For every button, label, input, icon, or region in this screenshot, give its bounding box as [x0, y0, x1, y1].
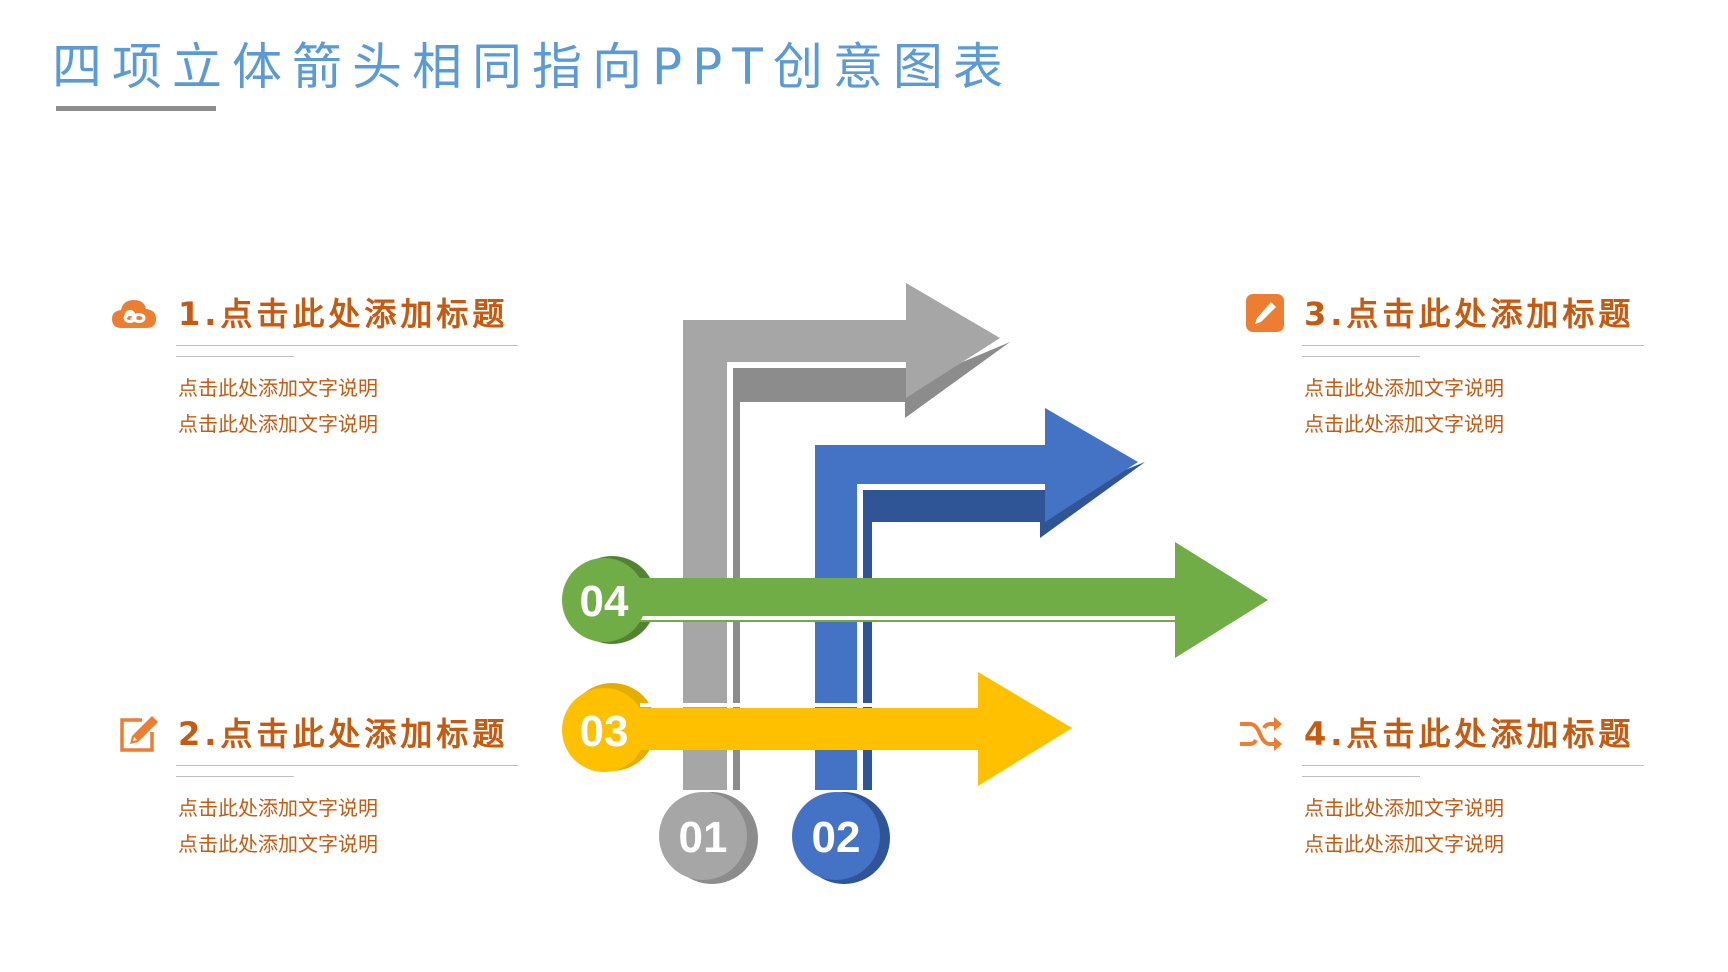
shuffle-icon: [1240, 717, 1282, 751]
block-1-desc-line-2: 点击此处添加文字说明: [178, 412, 378, 436]
block-1-divider: [176, 345, 518, 346]
text-block-2: 2.点击此处添加标题 点击此处添加文字说明 点击此处添加文字说明: [112, 712, 532, 862]
arrow-02: 02: [792, 408, 1145, 884]
block-2-title: 2.点击此处添加标题: [178, 715, 509, 753]
block-1-header: 1.点击此处添加标题: [112, 292, 532, 336]
title-underline: [56, 106, 216, 111]
block-2-desc-line-2: 点击此处添加文字说明: [178, 832, 378, 856]
block-3-divider-short: [1302, 356, 1420, 357]
block-4-divider-short: [1302, 776, 1420, 777]
block-3-divider: [1302, 345, 1644, 346]
block-4-desc-line-2: 点击此处添加文字说明: [1304, 832, 1504, 856]
pencil-square-icon: [1246, 294, 1284, 332]
arrow-03-highlight: [640, 703, 978, 707]
arrow-03-body: [600, 672, 1072, 786]
block-1-title: 1.点击此处添加标题: [178, 295, 509, 333]
cloud-link-icon: [112, 300, 156, 328]
block-2-desc-line-1: 点击此处添加文字说明: [178, 796, 378, 820]
arrow-03-label: 03: [580, 707, 629, 756]
block-4-divider: [1302, 765, 1644, 766]
edit-icon: [120, 716, 158, 752]
block-2-header: 2.点击此处添加标题: [112, 712, 532, 756]
text-block-4: 4.点击此处添加标题 点击此处添加文字说明 点击此处添加文字说明: [1238, 712, 1658, 862]
block-3-desc-line-2: 点击此处添加文字说明: [1304, 412, 1504, 436]
arrow-02-shadow: [832, 462, 1145, 790]
arrow-02-label: 02: [812, 813, 861, 862]
text-block-1: 1.点击此处添加标题 点击此处添加文字说明 点击此处添加文字说明: [112, 292, 532, 442]
arrow-02-body: [815, 408, 1138, 790]
arrow-02-node: [792, 792, 880, 880]
arrow-04-highlight: [640, 616, 1175, 620]
block-2-divider: [176, 765, 518, 766]
arrow-01-node: [659, 792, 747, 880]
arrow-04-label: 04: [580, 577, 629, 626]
page-title: 四项立体箭头相同指向PPT创意图表: [52, 38, 1013, 96]
block-2-divider-short: [176, 776, 294, 777]
block-3-title: 3.点击此处添加标题: [1304, 295, 1635, 333]
arrow-04-body: [600, 542, 1268, 658]
block-4-header: 4.点击此处添加标题: [1238, 712, 1658, 756]
block-1-desc-line-1: 点击此处添加文字说明: [178, 376, 378, 400]
block-4-desc-line-1: 点击此处添加文字说明: [1304, 796, 1504, 820]
arrow-04: 04: [562, 542, 1268, 658]
text-block-3: 3.点击此处添加标题 点击此处添加文字说明 点击此处添加文字说明: [1238, 292, 1658, 442]
block-3-desc-line-1: 点击此处添加文字说明: [1304, 376, 1504, 400]
arrow-04-node: [562, 558, 646, 642]
arrow-03: 03: [562, 672, 1072, 786]
arrow-03-node: [562, 688, 646, 772]
block-1-divider-short: [176, 356, 294, 357]
arrow-01-label: 01: [679, 813, 728, 862]
block-4-title: 4.点击此处添加标题: [1304, 715, 1635, 753]
block-3-header: 3.点击此处添加标题: [1238, 292, 1658, 336]
